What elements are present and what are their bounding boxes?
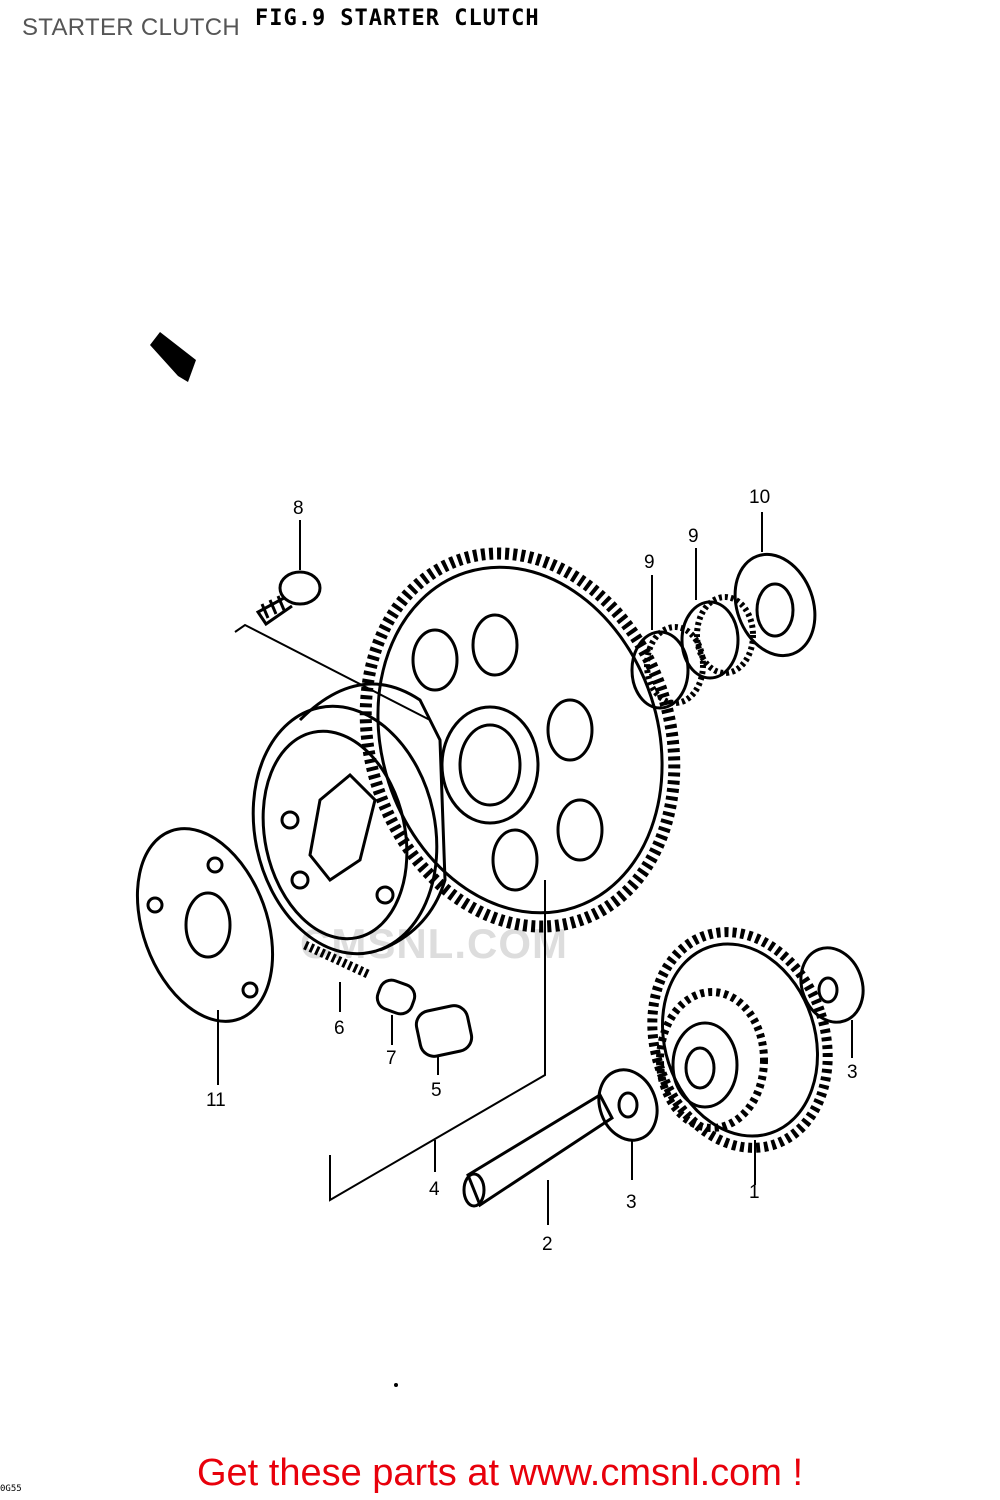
part-2-shaft[interactable] (462, 1092, 614, 1208)
figure-title: FIG.9 STARTER CLUTCH (255, 6, 540, 31)
part-11-cover-plate[interactable] (113, 810, 298, 1040)
assembly-bracket-4 (329, 880, 546, 1202)
page-title: STARTER CLUTCH (22, 14, 240, 41)
callout-3a: 3 (626, 1192, 637, 1213)
part-5-cap[interactable] (414, 1003, 474, 1059)
callout-1: 1 (749, 1182, 760, 1203)
part-3-washer-upper[interactable] (791, 939, 873, 1031)
part-code: 0G55 (0, 1484, 22, 1494)
callout-2: 2 (542, 1234, 553, 1255)
starter-clutch-body[interactable] (231, 682, 459, 971)
part-1-idle-gear[interactable] (625, 909, 855, 1171)
callout-10: 10 (749, 487, 770, 508)
front-arrow-icon (150, 332, 196, 382)
figure-label: FIG.9 (255, 6, 327, 31)
callout-9a: 9 (644, 552, 655, 573)
watermark-text: CMSNL.COM (300, 920, 568, 967)
part-9-needle-bearing[interactable] (630, 594, 756, 710)
callout-11: 11 (206, 1090, 226, 1111)
figure-name: STARTER CLUTCH (340, 6, 540, 31)
part-7-roller[interactable] (374, 977, 418, 1018)
callout-4: 4 (429, 1179, 440, 1200)
callout-9b: 9 (688, 526, 699, 547)
get-parts-link[interactable]: Get these parts at www.cmsnl.com ! (196, 1452, 804, 1494)
callout-5: 5 (431, 1080, 442, 1101)
callout-7: 7 (386, 1048, 397, 1069)
stray-mark (394, 1383, 398, 1387)
part-10-washer[interactable] (722, 543, 829, 667)
callout-3b: 3 (847, 1062, 858, 1083)
part-3-washer-lower[interactable] (589, 1062, 666, 1149)
callout-6: 6 (334, 1018, 345, 1039)
callout-8: 8 (293, 498, 304, 519)
part-8-bolt[interactable] (255, 570, 322, 627)
